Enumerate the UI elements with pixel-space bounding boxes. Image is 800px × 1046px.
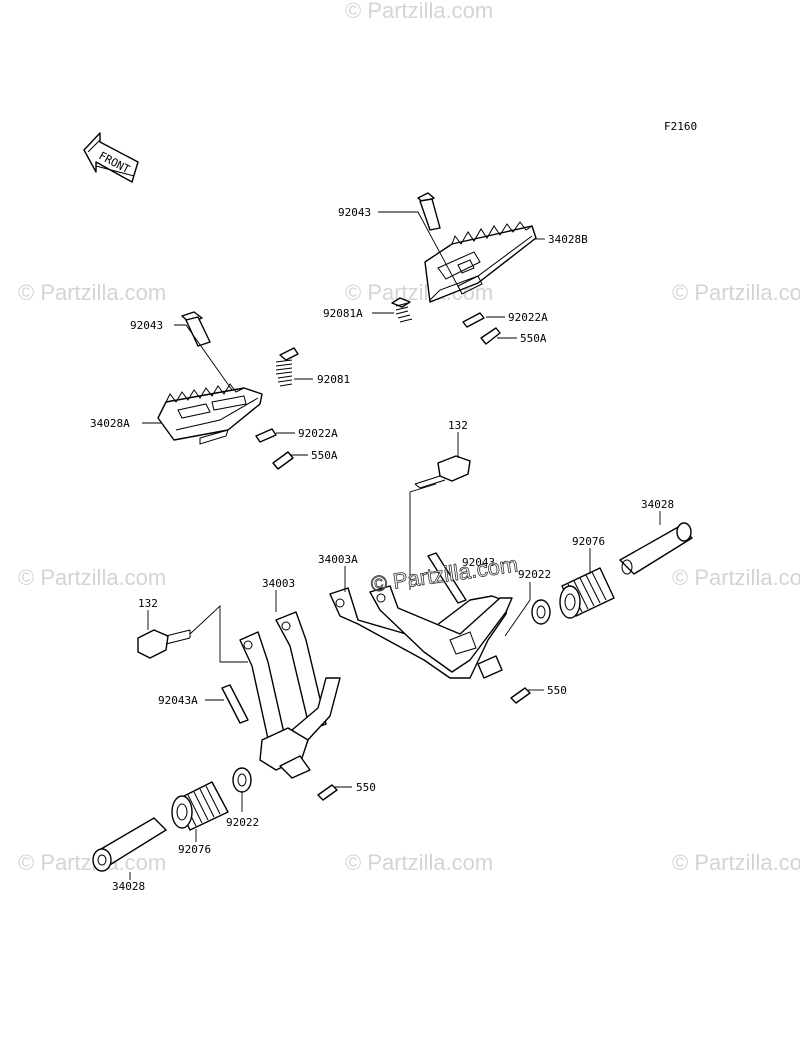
part-label: 550 — [547, 684, 567, 697]
part-label: 92081 — [317, 373, 350, 386]
pin-92043A — [221, 684, 249, 724]
bracket-34003 — [239, 611, 341, 779]
clip-550-left — [317, 784, 338, 801]
part-label: 34003 — [262, 577, 295, 590]
part-label: 92043A — [158, 694, 198, 707]
pin-92022A-top — [462, 312, 485, 328]
part-label: 92022A — [508, 311, 548, 324]
part-label: 92043 — [462, 556, 495, 569]
clip-550A-left — [272, 451, 294, 470]
bolt-132-left — [137, 629, 191, 659]
watermark: © Partzilla.com — [672, 280, 800, 305]
part-label: 34028B — [548, 233, 588, 246]
center-watermark: © Partzilla.com — [369, 552, 519, 597]
leaders-upper-right — [372, 211, 545, 339]
pin-92043-center — [427, 552, 467, 604]
watermark: © Partzilla.com — [672, 850, 800, 875]
bracket-34003A — [329, 585, 513, 679]
part-label: 132 — [448, 419, 468, 432]
spring-92081A — [391, 297, 413, 323]
watermark: © Partzilla.com — [345, 0, 493, 23]
watermark: © Partzilla.com — [18, 280, 166, 305]
pin-92022A-left — [255, 428, 277, 443]
washer-92022-right — [531, 599, 551, 625]
clip-550-right — [510, 687, 531, 704]
washer-92022-left — [232, 767, 252, 793]
watermark: © Partzilla.com — [18, 850, 166, 875]
part-label: 92076 — [572, 535, 605, 548]
part-label: 92022 — [226, 816, 259, 829]
watermark: © Partzilla.com — [345, 850, 493, 875]
part-label: 92076 — [178, 843, 211, 856]
leaders-upper-left — [142, 324, 313, 456]
part-label: 92043 — [338, 206, 371, 219]
part-label: 34028 — [112, 880, 145, 893]
bolt-132-right — [414, 455, 471, 489]
peg-34028-left — [92, 817, 167, 872]
part-label: 92022 — [518, 568, 551, 581]
part-label: 34003A — [318, 553, 358, 566]
footpeg-34028B — [417, 192, 537, 303]
watermark: © Partzilla.com — [672, 565, 800, 590]
part-label: 92043 — [130, 319, 163, 332]
rubber-92076-left — [171, 781, 229, 831]
peg-34028-right — [619, 522, 693, 575]
watermarks: © Partzilla.com © Partzilla.com © Partzi… — [18, 0, 800, 875]
part-label: 34028A — [90, 417, 130, 430]
spring-92081 — [275, 347, 299, 387]
part-labels: 92043 34028B 92081A 92022A 550A 92043 92… — [90, 206, 674, 893]
part-label: 92022A — [298, 427, 338, 440]
front-arrow-icon: FRONT — [83, 132, 139, 183]
figure-code: F2160 — [664, 120, 697, 133]
part-label: 550A — [311, 449, 338, 462]
rubber-92076-right — [559, 567, 615, 619]
leaders-left-assembly — [129, 590, 352, 880]
clip-550A-top — [480, 327, 501, 345]
part-label: 92081A — [323, 307, 363, 320]
part-label: 550A — [520, 332, 547, 345]
part-label: 34028 — [641, 498, 674, 511]
watermark: © Partzilla.com — [18, 565, 166, 590]
part-label: 132 — [138, 597, 158, 610]
footpeg-34028A — [157, 311, 263, 445]
leaders-right-assembly — [344, 432, 661, 691]
part-label: 550 — [356, 781, 376, 794]
